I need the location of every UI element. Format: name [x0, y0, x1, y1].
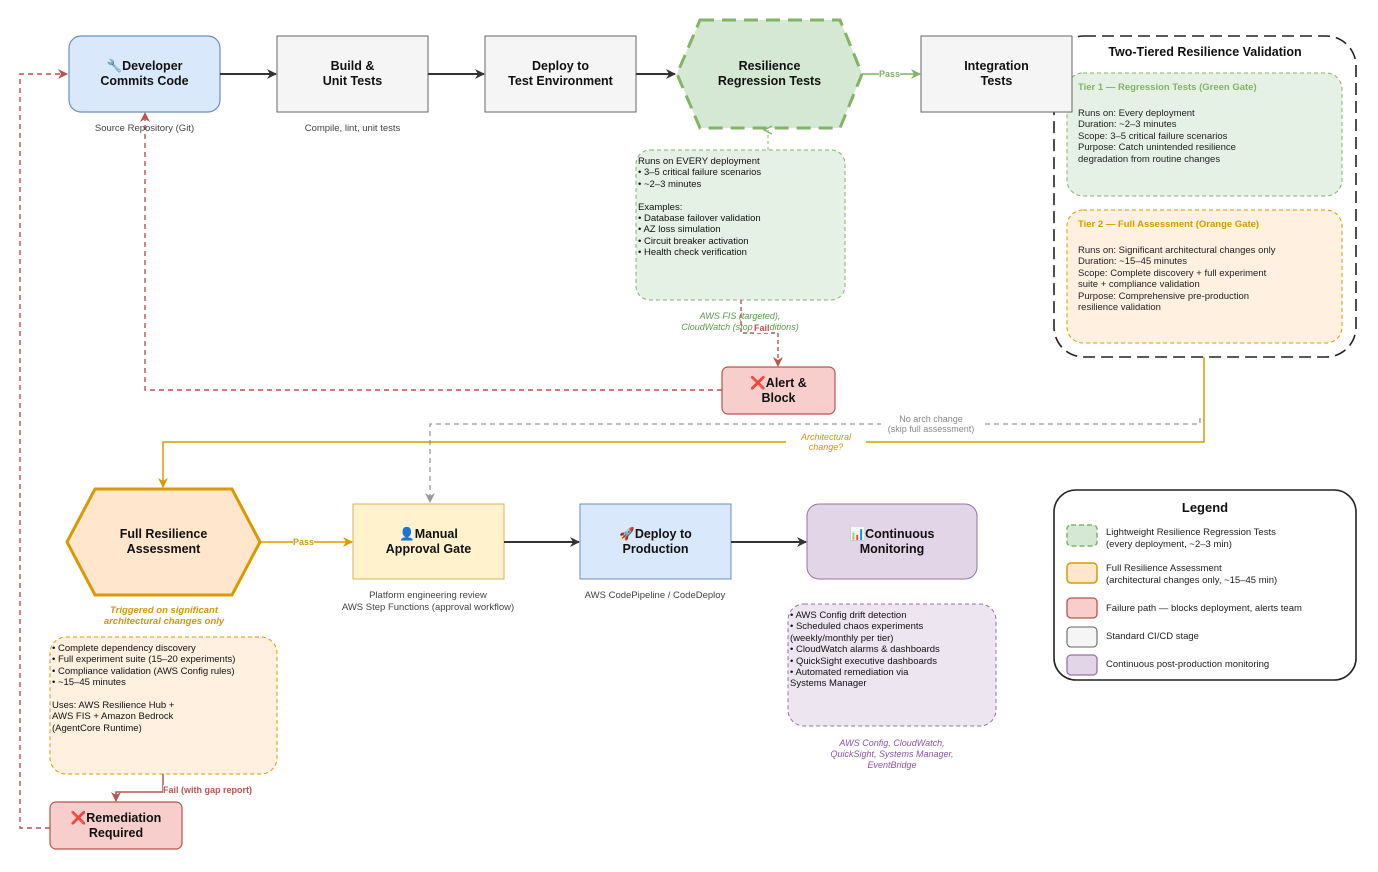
regression-node[interactable]: Resilience Regression Tests [677, 20, 862, 128]
integration-line1: Integration [964, 59, 1029, 73]
wrench-icon: 🔧 [106, 59, 123, 73]
integration-node-shape [920, 35, 1073, 113]
legend-item-green: Lightweight Resilience Regression Tests … [1106, 527, 1276, 550]
legend-title: Legend [1181, 500, 1229, 515]
production-caption: AWS CodePipeline / CodeDeploy [584, 590, 726, 601]
developer-caption: Source Repository (Git) [94, 123, 195, 134]
monitoring-note: • AWS Config drift detection • Scheduled… [790, 610, 940, 690]
monitoring-line2: Monitoring [859, 541, 925, 556]
monitoring-tools: AWS Config, CloudWatch, QuickSight, Syst… [830, 738, 954, 770]
deploy-test-line2: Test Environment [508, 74, 613, 88]
alert-line1: Alert & [765, 375, 807, 390]
legend-item-red: Failure path — blocks deployment, alerts… [1106, 603, 1302, 614]
legend-swatch-gray [1066, 626, 1098, 648]
approval-line2: Approval Gate [385, 541, 472, 556]
full-trigger: Triggered on significant architectural c… [103, 605, 225, 627]
edge-alert-developer [140, 112, 722, 391]
approval-node[interactable]: 👤Manual Approval Gate [353, 504, 504, 579]
legend-item-orange: Full Resilience Assessment (architectura… [1106, 563, 1278, 586]
tier2-box [1066, 209, 1343, 344]
production-line2: Production [622, 541, 689, 556]
full-node-shape [65, 487, 262, 597]
legend-swatch-orange [1066, 562, 1098, 584]
remediation-line1: Remediation [86, 810, 162, 825]
tier1-title: Tier 1 — Regression Tests (Green Gate) [1078, 82, 1257, 93]
regression-note: Runs on EVERY deployment • 3–5 critical … [638, 156, 762, 259]
edge-label-no-arch: No arch change (skip full assessment) [881, 414, 981, 434]
alert-line2: Block [761, 390, 796, 405]
developer-line1: Developer [122, 59, 183, 73]
approval-caption-2: AWS Step Functions (approval workflow) [341, 602, 515, 613]
edge-label-pass-1: Pass [879, 69, 901, 79]
build-node[interactable]: Build & Unit Tests [277, 36, 428, 112]
edge-remediation-developer [19, 69, 68, 829]
user-icon: 👤 [399, 526, 415, 541]
panel-title: Two-Tiered Resilience Validation [1108, 45, 1302, 59]
edge-label-fail-1: Fail [754, 323, 770, 333]
approval-caption-1: Platform engineering review [369, 590, 487, 601]
bar-chart-icon: 📊 [849, 526, 866, 541]
monitoring-note-shape [787, 603, 997, 727]
integration-node[interactable]: Integration Tests [921, 36, 1072, 112]
production-line1: Deploy to [634, 526, 692, 541]
tier1-box [1066, 72, 1343, 197]
tier1-body: Runs on: Every deployment Duration: ~2–3… [1078, 108, 1236, 165]
regression-tools: AWS FIS (targeted), CloudWatch (stop con… [681, 311, 799, 332]
deploy-test-line1: Deploy to [532, 59, 589, 73]
cross-icon: ❌ [70, 810, 87, 825]
full-note-shape [49, 636, 278, 775]
remediation-node-shape [49, 801, 183, 850]
full-note: • Complete dependency discovery • Full e… [52, 643, 236, 734]
edge-no-arch-change [425, 418, 1201, 503]
remediation-line2: Required [88, 825, 144, 840]
integration-line2: Tests [980, 74, 1013, 88]
monitoring-line1: Continuous [865, 526, 935, 541]
legend-swatch-red [1066, 597, 1098, 619]
regression-line1: Resilience [738, 59, 801, 73]
remediation-node[interactable]: ❌Remediation Required [50, 802, 182, 849]
full-node[interactable]: Full Resilience Assessment [67, 489, 260, 595]
production-node-shape [579, 503, 732, 580]
legend-item-gray: Standard CI/CD stage [1106, 631, 1199, 642]
approval-node-shape [352, 503, 505, 580]
edge-arch-change [158, 357, 1205, 488]
build-line1: Build & [330, 59, 375, 73]
edge-regression-alert [740, 300, 783, 367]
full-line1: Full Resilience [119, 527, 208, 541]
developer-line2: Commits Code [100, 74, 189, 88]
edge-full-remediation [111, 774, 164, 802]
regression-node-shape [675, 18, 864, 130]
build-line2: Unit Tests [322, 74, 383, 88]
edge-label-arch: Architectural change? [786, 432, 866, 452]
legend-panel [1053, 489, 1357, 681]
developer-node[interactable]: 🔧Developer Commits Code [69, 36, 220, 112]
rocket-icon: 🚀 [619, 526, 635, 541]
monitoring-node-shape [806, 503, 978, 580]
legend-item-purple: Continuous post-production monitoring [1106, 659, 1270, 670]
alert-node[interactable]: ❌Alert & Block [722, 367, 835, 414]
build-caption: Compile, lint, unit tests [304, 123, 401, 134]
legend-swatch-green [1066, 524, 1098, 547]
edge-label-fail-2: Fail (with gap report) [163, 785, 252, 795]
deploy-test-node-shape [484, 35, 637, 113]
legend-swatch-purple [1066, 654, 1098, 676]
tier2-body: Runs on: Significant architectural chang… [1078, 245, 1276, 314]
full-line2: Assessment [126, 542, 201, 556]
approval-line1: Manual [414, 526, 458, 541]
production-node[interactable]: 🚀Deploy to Production [580, 504, 731, 579]
monitoring-node[interactable]: 📊Continuous Monitoring [807, 504, 977, 579]
tier2-title: Tier 2 — Full Assessment (Orange Gate) [1078, 219, 1260, 230]
edge-label-pass-2: Pass [293, 537, 315, 547]
regression-line2: Regression Tests [717, 74, 822, 88]
build-node-shape [276, 35, 429, 113]
deploy-test-node[interactable]: Deploy to Test Environment [485, 36, 636, 112]
cross-icon: ❌ [750, 375, 766, 390]
